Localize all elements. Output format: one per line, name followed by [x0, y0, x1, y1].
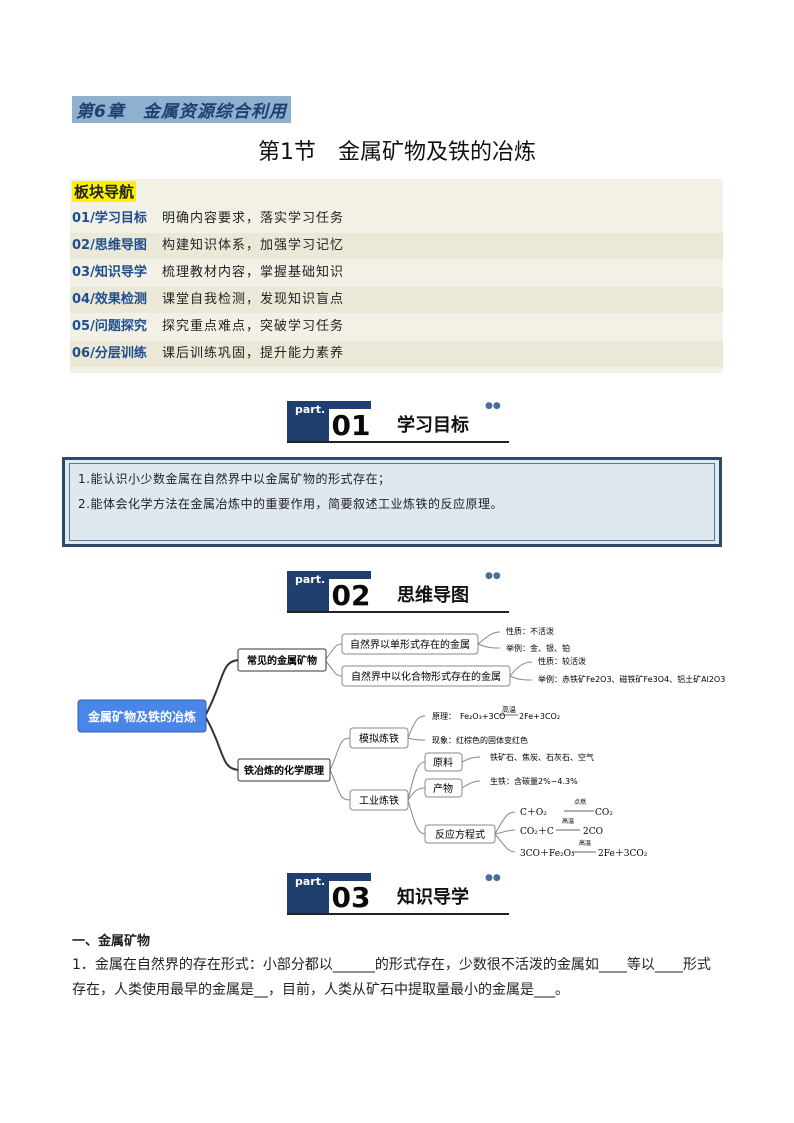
nav-item[interactable]: 05/问题探究 探究重点难点，突破学习任务: [70, 314, 723, 340]
nav-item-code: 03/知识导学: [72, 265, 147, 280]
equation-products: 2Fe+3CO₂: [519, 712, 560, 721]
mindmap-node: [424, 778, 463, 798]
part-title: 学习目标: [397, 415, 469, 436]
mindmap-root-label: 金属矿物及铁的冶炼: [87, 709, 196, 724]
part-02-badge: part. 02 思维导图 ●●: [287, 571, 509, 613]
equation-condition: 高温: [562, 817, 574, 825]
part-03-badge: part. 03 知识导学 ●●: [287, 873, 509, 915]
part-label: part.: [295, 875, 326, 888]
module-navigation: 板块导航 01/学习目标 明确内容要求，落实学习任务 02/思维导图 构建知识体…: [70, 179, 723, 373]
mindmap-leaf: 现象：红棕色的固体变红色: [432, 735, 528, 745]
nav-item-code: 05/问题探究: [72, 319, 147, 334]
equation-reactants: 3CO＋Fe₂O₃: [520, 848, 575, 859]
mindmap-node-label: 产物: [433, 782, 453, 795]
mindmap-root-node: [77, 699, 207, 733]
mindmap-branch-node: [237, 758, 331, 782]
nav-item[interactable]: 06/分层训练 课后训练巩固，提升能力素养: [70, 341, 723, 367]
mindmap-leaf: 生铁：含碳量2%~4.3%: [490, 776, 578, 786]
nav-item[interactable]: 03/知识导学 梳理教材内容，掌握基础知识: [70, 260, 723, 286]
mindmap-leaf: 举例：赤铁矿Fe2O3、磁铁矿Fe3O4、铝土矿Al2O3: [538, 674, 725, 684]
mindmap-node-label: 反应方程式: [435, 828, 485, 841]
divider: [287, 913, 509, 915]
mindmap-node: [349, 727, 409, 749]
nav-item-desc: 明确内容要求，落实学习任务: [162, 211, 345, 226]
section-title: 第1节 金属矿物及铁的冶炼: [258, 140, 536, 165]
part-title: 知识导学: [397, 887, 469, 908]
droplet-icon: ●●: [485, 571, 501, 581]
part-label: part.: [295, 403, 326, 416]
part-number: 03: [329, 881, 373, 915]
mind-map: 金属矿物及铁的冶炼 常见的金属矿物 铁冶炼的化学原理 自然界以单形式存在的金属 …: [77, 626, 725, 859]
mindmap-node: [349, 789, 409, 811]
mindmap-leaf: 原理：: [432, 712, 456, 721]
paragraph-line: 1．金属在自然界的存在形式：小部分都以______的形式存在，少数很不活泼的金属…: [72, 957, 711, 973]
nav-item-desc: 梳理教材内容，掌握基础知识: [162, 265, 345, 280]
mindmap-node: [341, 665, 511, 687]
nav-item-code: 01/学习目标: [72, 211, 147, 226]
part-number: 01: [329, 409, 373, 443]
paragraph-line: 存在，人类使用最早的金属是__，目前，人类从矿石中提取量最小的金属是___。: [72, 982, 569, 998]
mindmap-node-label: 自然界中以化合物形式存在的金属: [351, 670, 501, 683]
nav-item-desc: 课后训练巩固，提升能力素养: [162, 346, 345, 361]
mindmap-branch-label: 铁冶炼的化学原理: [244, 764, 324, 777]
divider: [287, 441, 509, 443]
goal-item: 2.能体会化学方法在金属冶炼中的重要作用，简要叙述工业炼铁的反应原理。: [78, 497, 503, 511]
nav-item[interactable]: 01/学习目标 明确内容要求，落实学习任务: [70, 206, 723, 232]
goal-item: 1.能认识小少数金属在自然界中以金属矿物的形式存在；: [78, 472, 391, 486]
chapter-heading: 第6章 金属资源综合利用: [72, 96, 291, 123]
mindmap-node-label: 自然界以单形式存在的金属: [350, 638, 470, 651]
mindmap-node-label: 模拟炼铁: [359, 732, 399, 745]
mindmap-node: [424, 824, 496, 844]
equation-reactants: CO₂＋C: [520, 826, 554, 837]
mindmap-leaf: 性质：较活泼: [538, 656, 586, 666]
section-heading: 一、金属矿物: [72, 934, 151, 949]
equation-products: 2CO: [583, 827, 603, 837]
learning-goals-box: 1.能认识小少数金属在自然界中以金属矿物的形式存在； 2.能体会化学方法在金属冶…: [62, 457, 722, 547]
equation-condition: 高温: [579, 839, 591, 847]
nav-item[interactable]: 02/思维导图 构建知识体系，加强学习记忆: [70, 233, 723, 259]
mindmap-node-label: 原料: [433, 756, 453, 769]
nav-item-desc: 构建知识体系，加强学习记忆: [162, 238, 345, 253]
nav-item-code: 04/效果检测: [72, 292, 147, 307]
mindmap-branch-node: [237, 648, 327, 672]
droplet-icon: ●●: [485, 873, 501, 883]
nav-item-code: 02/思维导图: [72, 238, 147, 253]
droplet-icon: ●●: [485, 401, 501, 411]
part-01-badge: part. 01 学习目标 ●●: [287, 401, 509, 443]
equation-products: CO₂: [595, 808, 613, 818]
mindmap-leaf: 举例：金、银、铂: [506, 643, 570, 653]
nav-item-desc: 课堂自我检测，发现知识盲点: [162, 292, 345, 307]
mindmap-node: [424, 752, 463, 772]
part-number: 02: [329, 579, 373, 613]
mindmap-node: [341, 633, 479, 655]
equation-reactants: Fe₂O₃+3CO: [460, 712, 505, 721]
equation-condition: 高温: [502, 705, 516, 714]
part-title: 思维导图: [397, 585, 469, 606]
part-label: part.: [295, 573, 326, 586]
mindmap-node-label: 工业炼铁: [359, 794, 399, 807]
equation-condition: 点燃: [574, 798, 586, 806]
goals-inner-frame: 1.能认识小少数金属在自然界中以金属矿物的形式存在； 2.能体会化学方法在金属冶…: [69, 463, 715, 541]
nav-item[interactable]: 04/效果检测 课堂自我检测，发现知识盲点: [70, 287, 723, 313]
mindmap-leaf: 性质：不活泼: [506, 626, 554, 636]
nav-item-code: 06/分层训练: [72, 346, 147, 361]
mindmap-branch-label: 常见的金属矿物: [247, 654, 317, 667]
equation-products: 2Fe＋3CO₂: [598, 848, 648, 859]
nav-item-desc: 探究重点难点，突破学习任务: [162, 319, 345, 334]
mindmap-leaf: 铁矿石、焦炭、石灰石、空气: [490, 752, 594, 762]
equation-reactants: C＋O₂: [520, 807, 547, 818]
nav-heading: 板块导航: [72, 181, 137, 202]
divider: [287, 611, 509, 613]
